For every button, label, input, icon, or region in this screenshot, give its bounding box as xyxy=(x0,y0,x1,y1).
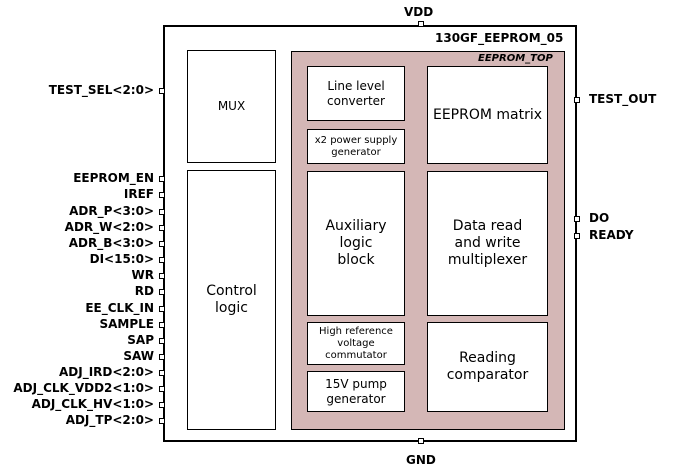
right-pin-marker xyxy=(574,216,580,222)
gnd-pin xyxy=(418,438,424,444)
left-pin-label: ADJ_CLK_VDD2<1:0> xyxy=(13,381,154,395)
left-pin-label: RD xyxy=(134,284,154,298)
left-pin-marker xyxy=(159,225,165,231)
gnd-label: GND xyxy=(406,453,436,467)
left-pin-label: SAMPLE xyxy=(99,317,154,331)
left-pin-label: ADR_B<3:0> xyxy=(68,236,154,250)
left-pin-marker xyxy=(159,88,165,94)
left-pin-label: SAP xyxy=(127,333,154,347)
left-pin-label: EE_CLK_IN xyxy=(85,301,154,315)
auxiliary-logic-block: Auxiliary logic block xyxy=(307,171,405,316)
left-pin-label: ADJ_IRD<2:0> xyxy=(59,365,154,379)
left-pin-label: IREF xyxy=(123,187,154,201)
left-pin-marker xyxy=(159,418,165,424)
left-pin-marker xyxy=(159,257,165,263)
reading-comparator-block: Reading comparator xyxy=(427,322,548,412)
right-pin-marker xyxy=(574,233,580,239)
left-pin-label: TEST_SEL<2:0> xyxy=(48,83,154,97)
left-pin-label: SAW xyxy=(123,349,154,363)
left-pin-label: ADJ_CLK_HV<1:0> xyxy=(31,397,154,411)
right-pin-marker xyxy=(574,97,580,103)
right-pin-label: READY xyxy=(589,228,634,242)
left-pin-marker xyxy=(159,273,165,279)
left-pin-marker xyxy=(159,176,165,182)
left-pin-marker xyxy=(159,338,165,344)
left-pin-label: ADR_W<2:0> xyxy=(64,220,154,234)
left-pin-label: ADR_P<3:0> xyxy=(69,204,154,218)
left-pin-label: EEPROM_EN xyxy=(73,171,154,185)
right-pin-label: DO xyxy=(589,211,610,225)
high-reference-voltage-block: High reference voltage commutator xyxy=(307,322,405,365)
right-pin-label: TEST_OUT xyxy=(589,92,657,106)
line-level-converter-block: Line level converter xyxy=(307,66,405,121)
left-pin-marker xyxy=(159,306,165,312)
mux-block: MUX xyxy=(187,50,276,163)
left-pin-marker xyxy=(159,402,165,408)
chip-name: 130GF_EEPROM_05 xyxy=(435,31,564,45)
left-pin-marker xyxy=(159,386,165,392)
pump-15v-block: 15V pump generator xyxy=(307,371,405,412)
x2-power-supply-block: x2 power supply generator xyxy=(307,129,405,164)
eeprom-top-label: EEPROM_TOP xyxy=(478,53,553,64)
left-pin-marker xyxy=(159,322,165,328)
left-pin-label: WR xyxy=(131,268,154,282)
left-pin-marker xyxy=(159,209,165,215)
data-rw-multiplexer-block: Data read and write multiplexer xyxy=(427,171,548,316)
control-logic-block: Control logic xyxy=(187,170,276,430)
left-pin-marker xyxy=(159,241,165,247)
vdd-label: VDD xyxy=(404,5,434,19)
left-pin-marker xyxy=(159,192,165,198)
left-pin-marker xyxy=(159,370,165,376)
left-pin-label: ADJ_TP<2:0> xyxy=(65,413,154,427)
eeprom-matrix-block: EEPROM matrix xyxy=(427,66,548,164)
left-pin-label: DI<15:0> xyxy=(89,252,154,266)
left-pin-marker xyxy=(159,289,165,295)
left-pin-marker xyxy=(159,354,165,360)
vdd-pin xyxy=(418,21,424,27)
